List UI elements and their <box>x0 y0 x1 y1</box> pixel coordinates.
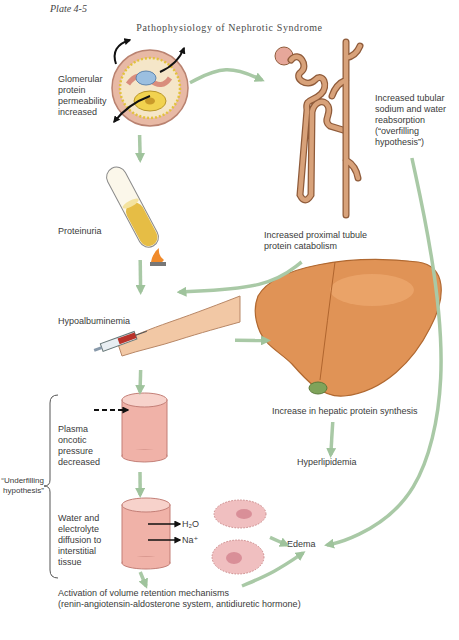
node-text: Increased proximal tubule protein catabo… <box>264 230 382 252</box>
flow-arrow <box>331 422 333 455</box>
burner <box>150 262 166 266</box>
process-node: Water and electrolyte diffusion to inter… <box>50 495 270 572</box>
node-text: Water and electrolyte diffusion to inter… <box>58 513 120 568</box>
process-node: Activation of volume retention mechanism… <box>50 586 370 616</box>
node-text: Activation of volume retention mechanism… <box>58 588 370 599</box>
cell-nucleus <box>236 509 252 519</box>
leak-arrow <box>160 48 184 72</box>
flow-arrow <box>270 537 287 545</box>
pressure-arrow <box>94 409 128 411</box>
cell-nucleus <box>226 552 242 564</box>
diagram-title: Pathophysiology of Nephrotic Syndrome <box>0 22 459 33</box>
flow-arrow <box>138 260 142 292</box>
ion-label: H₂O <box>182 519 212 530</box>
flow-arrow <box>327 158 441 545</box>
node-text: Hypoalbuminemia <box>58 316 143 327</box>
node-text: Plasma oncotic pressure decreased <box>58 424 113 468</box>
syringe-needle <box>136 331 147 335</box>
hypothesis-label: “Underfilling hypothesis” <box>0 476 44 496</box>
vessel-fill <box>123 450 166 456</box>
blood-vessel <box>122 400 167 456</box>
blood-sample <box>118 332 137 344</box>
vessel-fill <box>123 557 169 563</box>
flow-arrow <box>140 572 146 586</box>
liver-lobe-line <box>320 262 335 380</box>
vessel-lumen <box>122 498 170 512</box>
flow-arrow <box>180 262 302 292</box>
node-text: Increase in hepatic protein synthesis <box>272 406 453 417</box>
test-tube <box>103 164 162 251</box>
syringe <box>93 327 148 354</box>
bracket <box>44 395 58 578</box>
process-node: Increased tubular sodium and water reabs… <box>375 93 457 158</box>
burner-flame <box>151 248 164 264</box>
flow-arrow <box>242 553 303 586</box>
process-node: Glomerular protein permeability increase… <box>50 40 190 135</box>
arm <box>118 296 240 356</box>
process-node: Proteinuria <box>50 160 160 260</box>
tissue-cell <box>214 500 266 528</box>
flow-arrow <box>138 135 142 160</box>
syringe-barrel <box>100 332 137 352</box>
flow-arrow <box>138 472 142 495</box>
liver <box>255 260 441 397</box>
foam <box>121 197 140 211</box>
process-node: Hypoalbuminemia <box>50 292 235 370</box>
diffusion-arrow <box>148 539 180 541</box>
tube-glass <box>103 164 162 251</box>
endothelial-cell <box>136 71 156 85</box>
nephron-tubule <box>291 57 343 200</box>
node-text: Hyperlipidemia <box>297 457 372 468</box>
process-node: Edema <box>287 537 327 553</box>
plate-number: Plate 4-5 <box>50 3 130 14</box>
node-text: Increased tubular sodium and water reabs… <box>375 93 457 148</box>
basement-membrane <box>120 58 180 118</box>
process-node: Plasma oncotic pressure decreased <box>50 392 175 472</box>
cell-nucleus <box>145 98 155 105</box>
liver-highlight <box>330 274 414 306</box>
process-node: Increase in hepatic protein synthesis <box>268 252 453 422</box>
node-text: Edema <box>287 539 327 550</box>
diffusion-arrow <box>148 523 180 525</box>
node-text: Glomerular protein permeability increase… <box>58 74 118 118</box>
process-node: Increased proximal tubule protein catabo… <box>262 40 382 262</box>
leak-arrow <box>114 96 150 122</box>
tissue-cell <box>212 540 264 574</box>
vessel-rim <box>122 557 170 569</box>
collecting-duct-outline <box>332 42 360 215</box>
collecting-duct <box>332 42 360 215</box>
nephron-tubule-outline <box>291 57 343 200</box>
flow-arrow <box>235 339 268 343</box>
blood-vessel <box>122 505 170 563</box>
process-node: Hyperlipidemia <box>297 455 372 471</box>
flow-arrow <box>138 370 142 392</box>
leak-arrow <box>115 40 130 64</box>
vessel-rim <box>122 450 167 462</box>
node-text: (renin-angiotensin-aldosterone system, a… <box>58 599 370 610</box>
node-text: Proteinuria <box>58 226 118 237</box>
flow-arrow <box>190 70 262 83</box>
vessel-lumen <box>122 393 167 407</box>
ion-label: Na⁺ <box>182 535 212 546</box>
gallbladder <box>309 382 327 394</box>
syringe-plunger <box>94 346 103 352</box>
